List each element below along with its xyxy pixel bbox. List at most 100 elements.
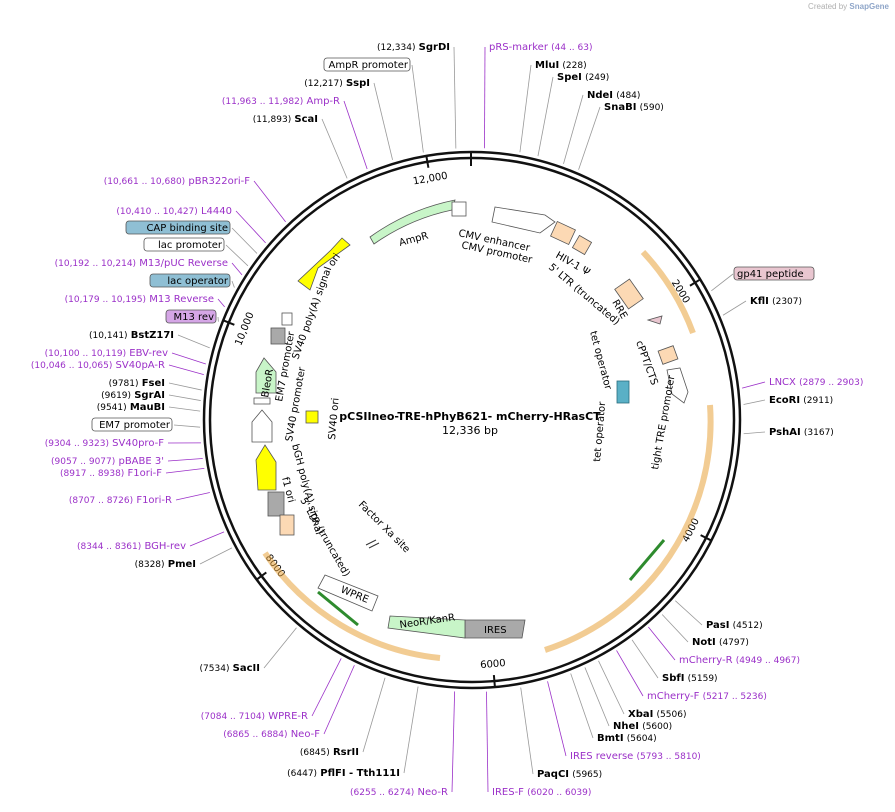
site-name: Amp-R [307, 96, 341, 107]
lac-feature [281, 312, 293, 326]
leader-line [343, 100, 368, 170]
leader-line [616, 650, 644, 697]
site-label-51: PaqCI (5965) [520, 687, 602, 780]
leader-line [578, 106, 601, 170]
site-text: NotI (4797) [692, 637, 749, 648]
site-position: (11,893) [253, 115, 292, 125]
site-label-33: MluI (228) [519, 60, 587, 153]
site-name: CAP binding site [146, 223, 228, 234]
plasmid-length: 12,336 bp [442, 424, 498, 437]
site-position: (6845) [300, 748, 330, 758]
tick-label: 12,000 [412, 171, 448, 188]
leader-line [403, 686, 419, 774]
site-name: mCherry-F [647, 691, 700, 702]
ltr-feature [550, 220, 576, 246]
site-position: (10,410 .. 10,427) [116, 207, 197, 217]
inner-label: BleoR [260, 368, 276, 398]
site-text: (6865 .. 6884) Neo-F [223, 729, 320, 740]
site-label-29: (6845) RsrII [300, 677, 386, 758]
leader-line [168, 394, 201, 401]
site-text: (10,192 .. 10,214) M13/pUC Reverse [55, 258, 228, 269]
site-position: (5793 .. 5810) [637, 752, 701, 762]
site-name: PflFI - Tth111I [320, 768, 400, 779]
site-position: (6255 .. 6274) [350, 788, 414, 798]
leader-line [175, 492, 210, 501]
leader-line [263, 627, 297, 669]
site-label-24: (8344 .. 8361) BGH-rev [77, 531, 225, 552]
inner-label: SV40 ori [327, 397, 342, 440]
site-label-10: lac operator [149, 273, 235, 288]
factor-xa-feature-2 [368, 542, 380, 549]
site-name: NheI [613, 721, 639, 732]
site-name: AmpR promoter [329, 60, 409, 71]
site-name: SgrAI [134, 390, 165, 401]
site-text: mCherry-R (4949 .. 4967) [679, 655, 800, 666]
site-text: (12,217) SspI [304, 78, 370, 89]
site-position: (10,100 .. 10,119) [45, 349, 126, 359]
site-name: ScaI [294, 114, 318, 125]
leader-line [519, 64, 532, 153]
site-name: EcoRI [769, 395, 800, 406]
site-position: (5159) [688, 674, 718, 684]
site-position: (228) [562, 61, 586, 71]
site-label-23: (8707 .. 8726) F1ori-R [69, 492, 210, 506]
site-name: BmtI [597, 733, 624, 744]
site-name: M13/pUC Reverse [139, 258, 228, 269]
factor-xa-feature [365, 539, 377, 546]
site-position: (2879 .. 2903) [799, 378, 863, 388]
ltr3-feature [279, 514, 295, 536]
site-text: (9541) MauBI [97, 402, 165, 413]
site-text: (9304 .. 9323) SV40pro-F [45, 438, 165, 449]
tick-mark [425, 155, 430, 168]
site-label-31: (6255 .. 6274) Neo-R [350, 691, 456, 798]
site-name: Neo-R [418, 787, 449, 798]
site-text: EM7 promoter [99, 420, 171, 431]
site-position: (4949 .. 4967) [736, 656, 800, 666]
site-name: FseI [142, 378, 165, 389]
site-text: lac operator [167, 276, 228, 287]
site-text: IRES reverse (5793 .. 5810) [570, 751, 701, 762]
site-name: PaqCI [537, 769, 569, 780]
site-text: NheI (5600) [613, 721, 672, 732]
site-name: WPRE-R [268, 711, 308, 722]
site-text: XbaI (5506) [628, 709, 686, 720]
site-position: (5506) [657, 710, 687, 720]
leader-line [563, 94, 584, 164]
bleor-feature [255, 357, 277, 394]
ampr-promoter-feature [451, 201, 467, 217]
site-name: IRES-F [492, 787, 524, 798]
tet-operator-feature [616, 380, 630, 404]
f1-ori-feature [255, 444, 277, 491]
site-label-12: M13 rev [165, 309, 219, 324]
site-name: MauBI [130, 402, 165, 413]
plasmid-name: pCSIIneo-TRE-hPhyB621- mCherry-HRasCT [339, 410, 601, 423]
site-position: (9304 .. 9323) [45, 439, 109, 449]
site-name: BstZ17I [131, 330, 174, 341]
cmv-feature [491, 206, 556, 234]
site-text: (8707 .. 8726) F1ori-R [69, 495, 172, 506]
hiv-psi-feature [571, 234, 593, 256]
site-name: SacII [233, 663, 260, 674]
leader-line [411, 64, 424, 153]
tick-label: 6000 [480, 658, 506, 671]
site-label-3: (11,963 .. 11,982) Amp-R [222, 96, 368, 170]
site-name: pBR322ori-F [188, 176, 250, 187]
inner-label: tet operator [587, 330, 613, 392]
site-text: LNCX (2879 .. 2903) [769, 377, 863, 388]
leader-line [189, 531, 225, 547]
leader-line [722, 300, 747, 316]
tre-feature [666, 367, 689, 404]
wpre-feature [317, 574, 379, 612]
site-name: M13 rev [174, 312, 215, 323]
leader-line [598, 660, 625, 715]
label-box [143, 237, 225, 252]
site-text: AmpR promoter [329, 60, 409, 71]
label-box [91, 417, 173, 432]
site-text: (6255 .. 6274) Neo-R [350, 787, 448, 798]
site-name: IRES reverse [570, 751, 633, 762]
site-name: EBV-rev [129, 348, 168, 359]
site-text: (8344 .. 8361) BGH-rev [77, 541, 186, 552]
site-text: (6447) PflFI - Tth111I [287, 768, 400, 779]
